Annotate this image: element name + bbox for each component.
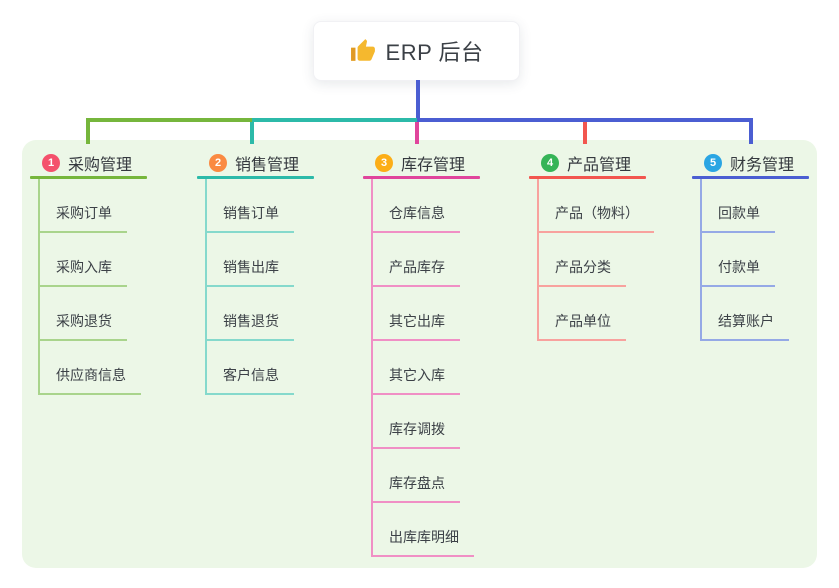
- branch-number-badge: 2: [209, 154, 227, 172]
- tree-node-item[interactable]: 产品库存: [373, 233, 480, 287]
- branch-title-label: 财务管理: [730, 157, 795, 174]
- tree-node-label: 出库库明细: [373, 527, 474, 557]
- branch-number-badge: 4: [541, 154, 559, 172]
- branch-underline: [529, 176, 646, 179]
- root-node[interactable]: ERP 后台: [313, 21, 520, 81]
- tree-node-label: 库存调拨: [373, 419, 460, 449]
- tree-node-item[interactable]: 销售出库: [207, 233, 314, 287]
- tree-node-label: 销售退货: [207, 311, 294, 341]
- tree-node-item[interactable]: 采购订单: [40, 179, 147, 233]
- branch-number-badge: 5: [704, 154, 722, 172]
- tree-node-item[interactable]: 采购退货: [40, 287, 147, 341]
- connector-bus-segment: [417, 118, 751, 122]
- tree-node-item[interactable]: 库存盘点: [373, 449, 480, 503]
- tree-node-label: 产品（物料）: [539, 203, 654, 233]
- tree-node-label: 供应商信息: [40, 365, 141, 395]
- branch-number-badge: 3: [375, 154, 393, 172]
- connector-bus-segment: [252, 118, 417, 122]
- connector-drop: [250, 118, 254, 144]
- thumbs-up-icon: [350, 39, 375, 61]
- branch-underline: [692, 176, 809, 179]
- branch-item-list: 产品（物料） 产品分类 产品单位: [537, 179, 654, 341]
- tree-node-item[interactable]: 出库库明细: [373, 503, 480, 557]
- tree-node-label: 产品单位: [539, 311, 626, 341]
- tree-node-item[interactable]: 其它入库: [373, 341, 480, 395]
- tree-node-label: 其它出库: [373, 311, 460, 341]
- branch-item-list: 销售订单 销售出库 销售退货 客户信息: [205, 179, 314, 395]
- tree-node-item[interactable]: 销售退货: [207, 287, 314, 341]
- branches-panel: [22, 140, 817, 568]
- branch-3: 3 库存管理 仓库信息 产品库存 其它出库 其它入库 库存调拨 库存盘点 出库库…: [363, 146, 480, 557]
- branch-4: 4 产品管理 产品（物料） 产品分类 产品单位: [529, 146, 654, 341]
- tree-node-item[interactable]: 仓库信息: [373, 179, 480, 233]
- branch-title[interactable]: 5 财务管理: [692, 152, 809, 174]
- branch-title[interactable]: 3 库存管理: [363, 152, 480, 174]
- tree-node-item[interactable]: 结算账户: [702, 287, 809, 341]
- tree-node-label: 销售出库: [207, 257, 294, 287]
- tree-node-label: 仓库信息: [373, 203, 460, 233]
- tree-node-item[interactable]: 其它出库: [373, 287, 480, 341]
- tree-node-item[interactable]: 库存调拨: [373, 395, 480, 449]
- branch-2: 2 销售管理 销售订单 销售出库 销售退货 客户信息: [197, 146, 314, 395]
- tree-node-item[interactable]: 销售订单: [207, 179, 314, 233]
- branch-underline: [363, 176, 480, 179]
- tree-node-label: 结算账户: [702, 311, 789, 341]
- tree-node-label: 付款单: [702, 257, 775, 287]
- connector-drop: [86, 118, 90, 144]
- tree-node-item[interactable]: 产品分类: [539, 233, 654, 287]
- branch-title[interactable]: 4 产品管理: [529, 152, 654, 174]
- tree-node-label: 采购订单: [40, 203, 127, 233]
- connector-drop: [583, 118, 587, 144]
- branch-underline: [197, 176, 314, 179]
- branch-item-list: 采购订单 采购入库 采购退货 供应商信息: [38, 179, 147, 395]
- tree-node-label: 其它入库: [373, 365, 460, 395]
- branch-title-label: 采购管理: [68, 157, 133, 174]
- tree-node-item[interactable]: 产品（物料）: [539, 179, 654, 233]
- branch-number-badge: 1: [42, 154, 60, 172]
- branch-title[interactable]: 2 销售管理: [197, 152, 314, 174]
- branch-5: 5 财务管理 回款单 付款单 结算账户: [692, 146, 809, 341]
- tree-node-item[interactable]: 采购入库: [40, 233, 147, 287]
- tree-node-item[interactable]: 产品单位: [539, 287, 654, 341]
- tree-node-label: 回款单: [702, 203, 775, 233]
- branch-1: 1 采购管理 采购订单 采购入库 采购退货 供应商信息: [30, 146, 147, 395]
- tree-node-label: 库存盘点: [373, 473, 460, 503]
- tree-node-item[interactable]: 回款单: [702, 179, 809, 233]
- tree-node-label: 采购退货: [40, 311, 127, 341]
- tree-node-item[interactable]: 供应商信息: [40, 341, 147, 395]
- tree-node-item[interactable]: 付款单: [702, 233, 809, 287]
- tree-node-item[interactable]: 客户信息: [207, 341, 314, 395]
- branch-title[interactable]: 1 采购管理: [30, 152, 147, 174]
- connector-bus-segment: [86, 118, 252, 122]
- connector-drop: [749, 118, 753, 144]
- tree-node-label: 客户信息: [207, 365, 294, 395]
- branch-title-label: 销售管理: [235, 157, 300, 174]
- tree-node-label: 采购入库: [40, 257, 127, 287]
- branch-title-label: 产品管理: [567, 157, 632, 174]
- tree-node-label: 产品库存: [373, 257, 460, 287]
- tree-node-label: 销售订单: [207, 203, 294, 233]
- root-node-label: ERP 后台: [385, 40, 484, 65]
- branch-item-list: 仓库信息 产品库存 其它出库 其它入库 库存调拨 库存盘点 出库库明细: [371, 179, 480, 557]
- connector-drop: [415, 118, 419, 144]
- tree-node-label: 产品分类: [539, 257, 626, 287]
- branch-title-label: 库存管理: [401, 157, 466, 174]
- branch-item-list: 回款单 付款单 结算账户: [700, 179, 809, 341]
- root-connector: [416, 80, 420, 118]
- branch-underline: [30, 176, 147, 179]
